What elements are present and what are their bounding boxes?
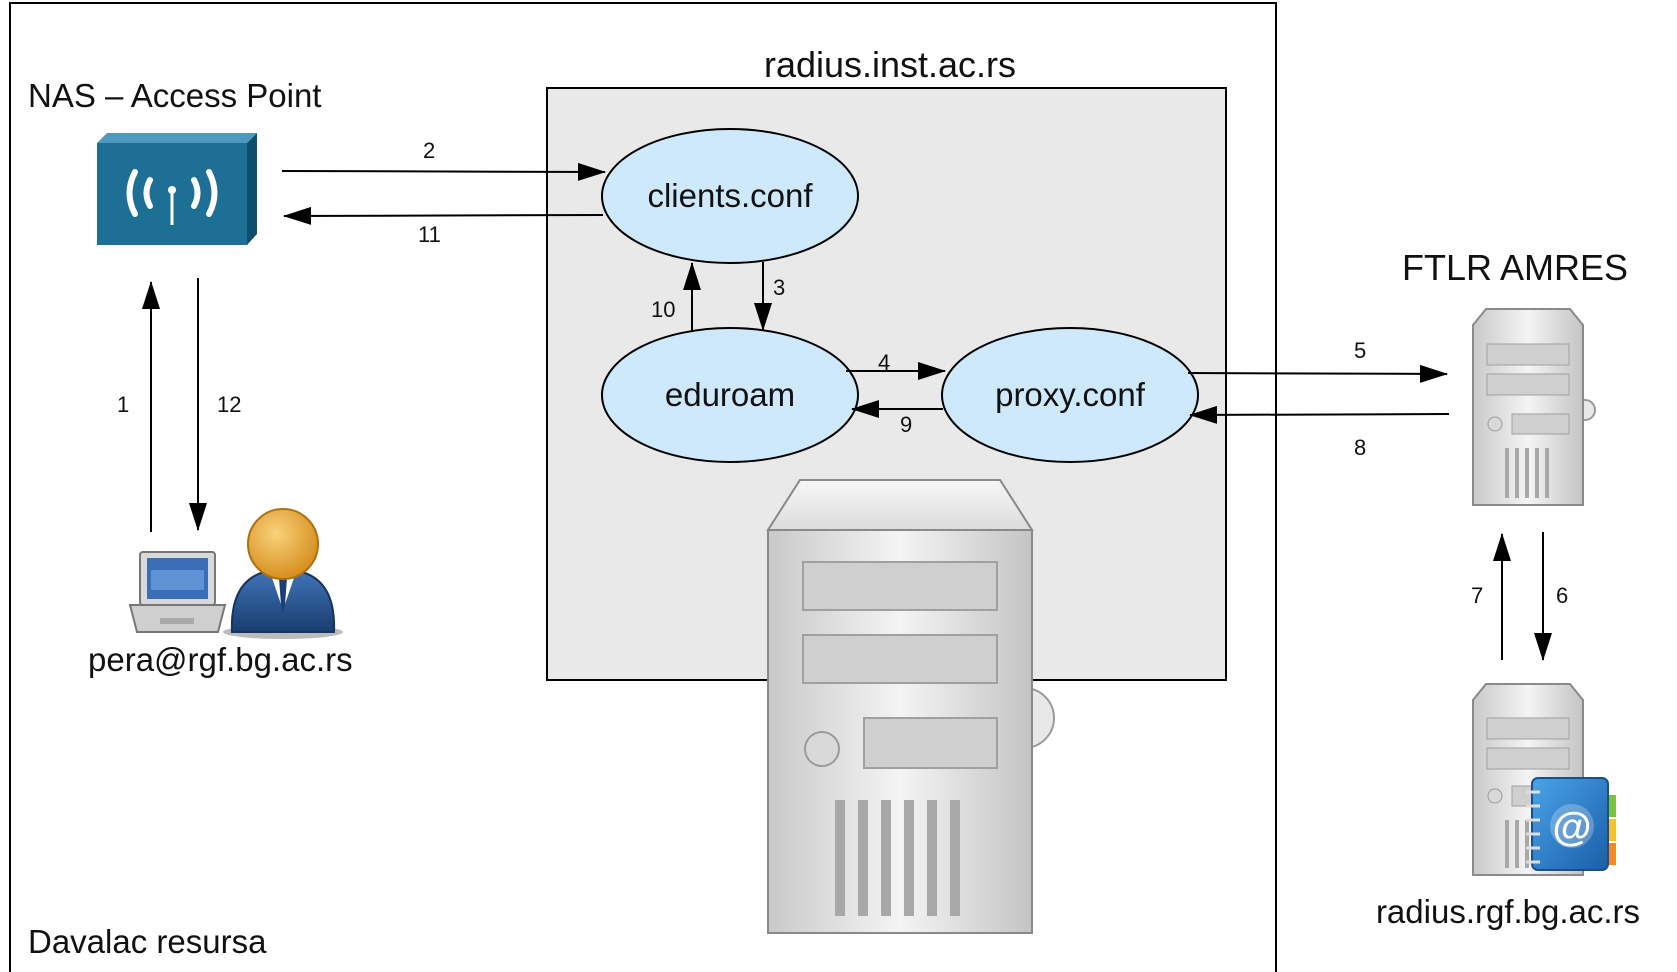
laptop-icon	[128, 551, 227, 633]
nas-label: NAS – Access Point	[28, 77, 321, 114]
server-tower-icon	[766, 479, 1055, 934]
diagram-title: radius.inst.ac.rs	[764, 44, 1016, 85]
eduroam-label: eduroam	[665, 376, 795, 413]
arrow-step-2	[281, 162, 606, 181]
step-label-9: 9	[900, 412, 912, 437]
resource-provider-label: Davalac resursa	[28, 923, 267, 960]
arrow-step-5	[1187, 364, 1448, 383]
svg-text:@: @	[1552, 805, 1591, 849]
address-book-icon: @	[1526, 777, 1616, 871]
arrow-step-11	[283, 206, 604, 225]
clients-conf-node	[601, 128, 859, 264]
step-label-2: 2	[423, 138, 435, 163]
user-label: pera@rgf.bg.ac.rs	[88, 641, 353, 678]
step-label-5: 5	[1354, 338, 1366, 363]
proxy-conf-node	[941, 327, 1199, 463]
wireless-access-point-icon	[97, 133, 257, 245]
step-label-12: 12	[217, 392, 241, 417]
step-label-11: 11	[418, 222, 441, 247]
ftlr-amres-label: FTLR AMRES	[1402, 247, 1628, 288]
step-label-10: 10	[651, 297, 675, 322]
step-label-1: 1	[117, 392, 129, 417]
arrow-step-8	[1189, 405, 1450, 424]
proxy-conf-label: proxy.conf	[995, 376, 1146, 413]
resource-provider-frame	[9, 2, 1277, 972]
step-label-8: 8	[1354, 435, 1366, 460]
ftlr-server-icon	[1472, 308, 1596, 506]
step-label-7: 7	[1471, 583, 1483, 608]
eduroam-node	[601, 327, 859, 463]
step-label-6: 6	[1556, 583, 1568, 608]
step-label-4: 4	[878, 350, 890, 375]
clients-conf-label: clients.conf	[647, 177, 813, 214]
step-label-3: 3	[773, 275, 785, 300]
user-avatar-icon	[223, 508, 343, 639]
home-server-label: radius.rgf.bg.ac.rs	[1376, 893, 1640, 930]
